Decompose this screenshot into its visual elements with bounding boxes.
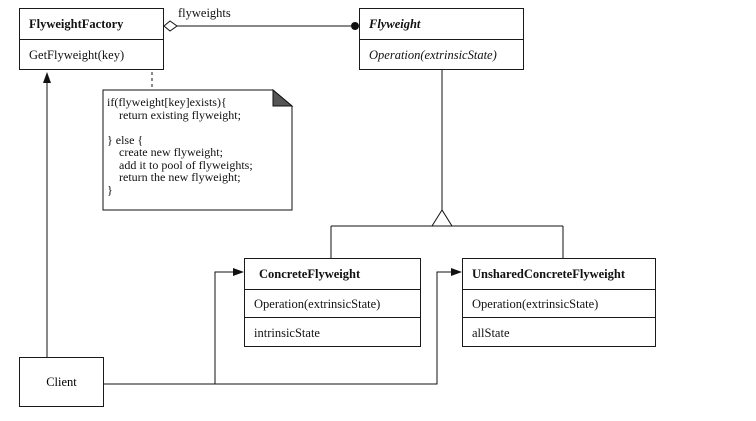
class-name: Flyweight — [369, 17, 421, 31]
attribute: allState — [463, 317, 655, 348]
flyweight-factory-class: FlyweightFactory GetFlyweight(key) — [19, 8, 164, 70]
note-shape — [102, 89, 293, 211]
client-to-unshared-line — [104, 271, 452, 385]
flyweight-class: Flyweight Operation(extrinsicState) — [359, 8, 524, 70]
operation: GetFlyweight(key) — [20, 39, 163, 69]
class-name: ConcreteFlyweight — [259, 267, 361, 281]
aggregation-end-dot-icon — [351, 22, 359, 30]
attribute: intrinsicState — [245, 317, 420, 348]
class-name: FlyweightFactory — [29, 17, 124, 31]
client-class: Client — [19, 357, 104, 407]
operation: Operation(extrinsicState) — [245, 289, 420, 317]
arrowhead-icon — [233, 268, 244, 276]
class-name: UnsharedConcreteFlyweight — [472, 267, 625, 281]
inheritance-triangle-icon — [431, 209, 453, 227]
operation: Operation(extrinsicState) — [360, 39, 523, 69]
note-text: if(flyweight[key]exists){ return existin… — [107, 95, 253, 197]
concrete-flyweight-class: ConcreteFlyweight Operation(extrinsicSta… — [244, 258, 421, 347]
arrowhead-icon — [43, 72, 51, 83]
arrowhead-icon — [451, 268, 462, 276]
note-fold-icon — [272, 88, 294, 107]
aggregation-diamond-icon — [163, 20, 178, 32]
client-to-concrete-line — [104, 271, 234, 385]
operation: Operation(extrinsicState) — [463, 289, 655, 317]
unshared-concrete-flyweight-class: UnsharedConcreteFlyweight Operation(extr… — [462, 258, 656, 347]
flyweights-label: flyweights — [178, 6, 231, 20]
